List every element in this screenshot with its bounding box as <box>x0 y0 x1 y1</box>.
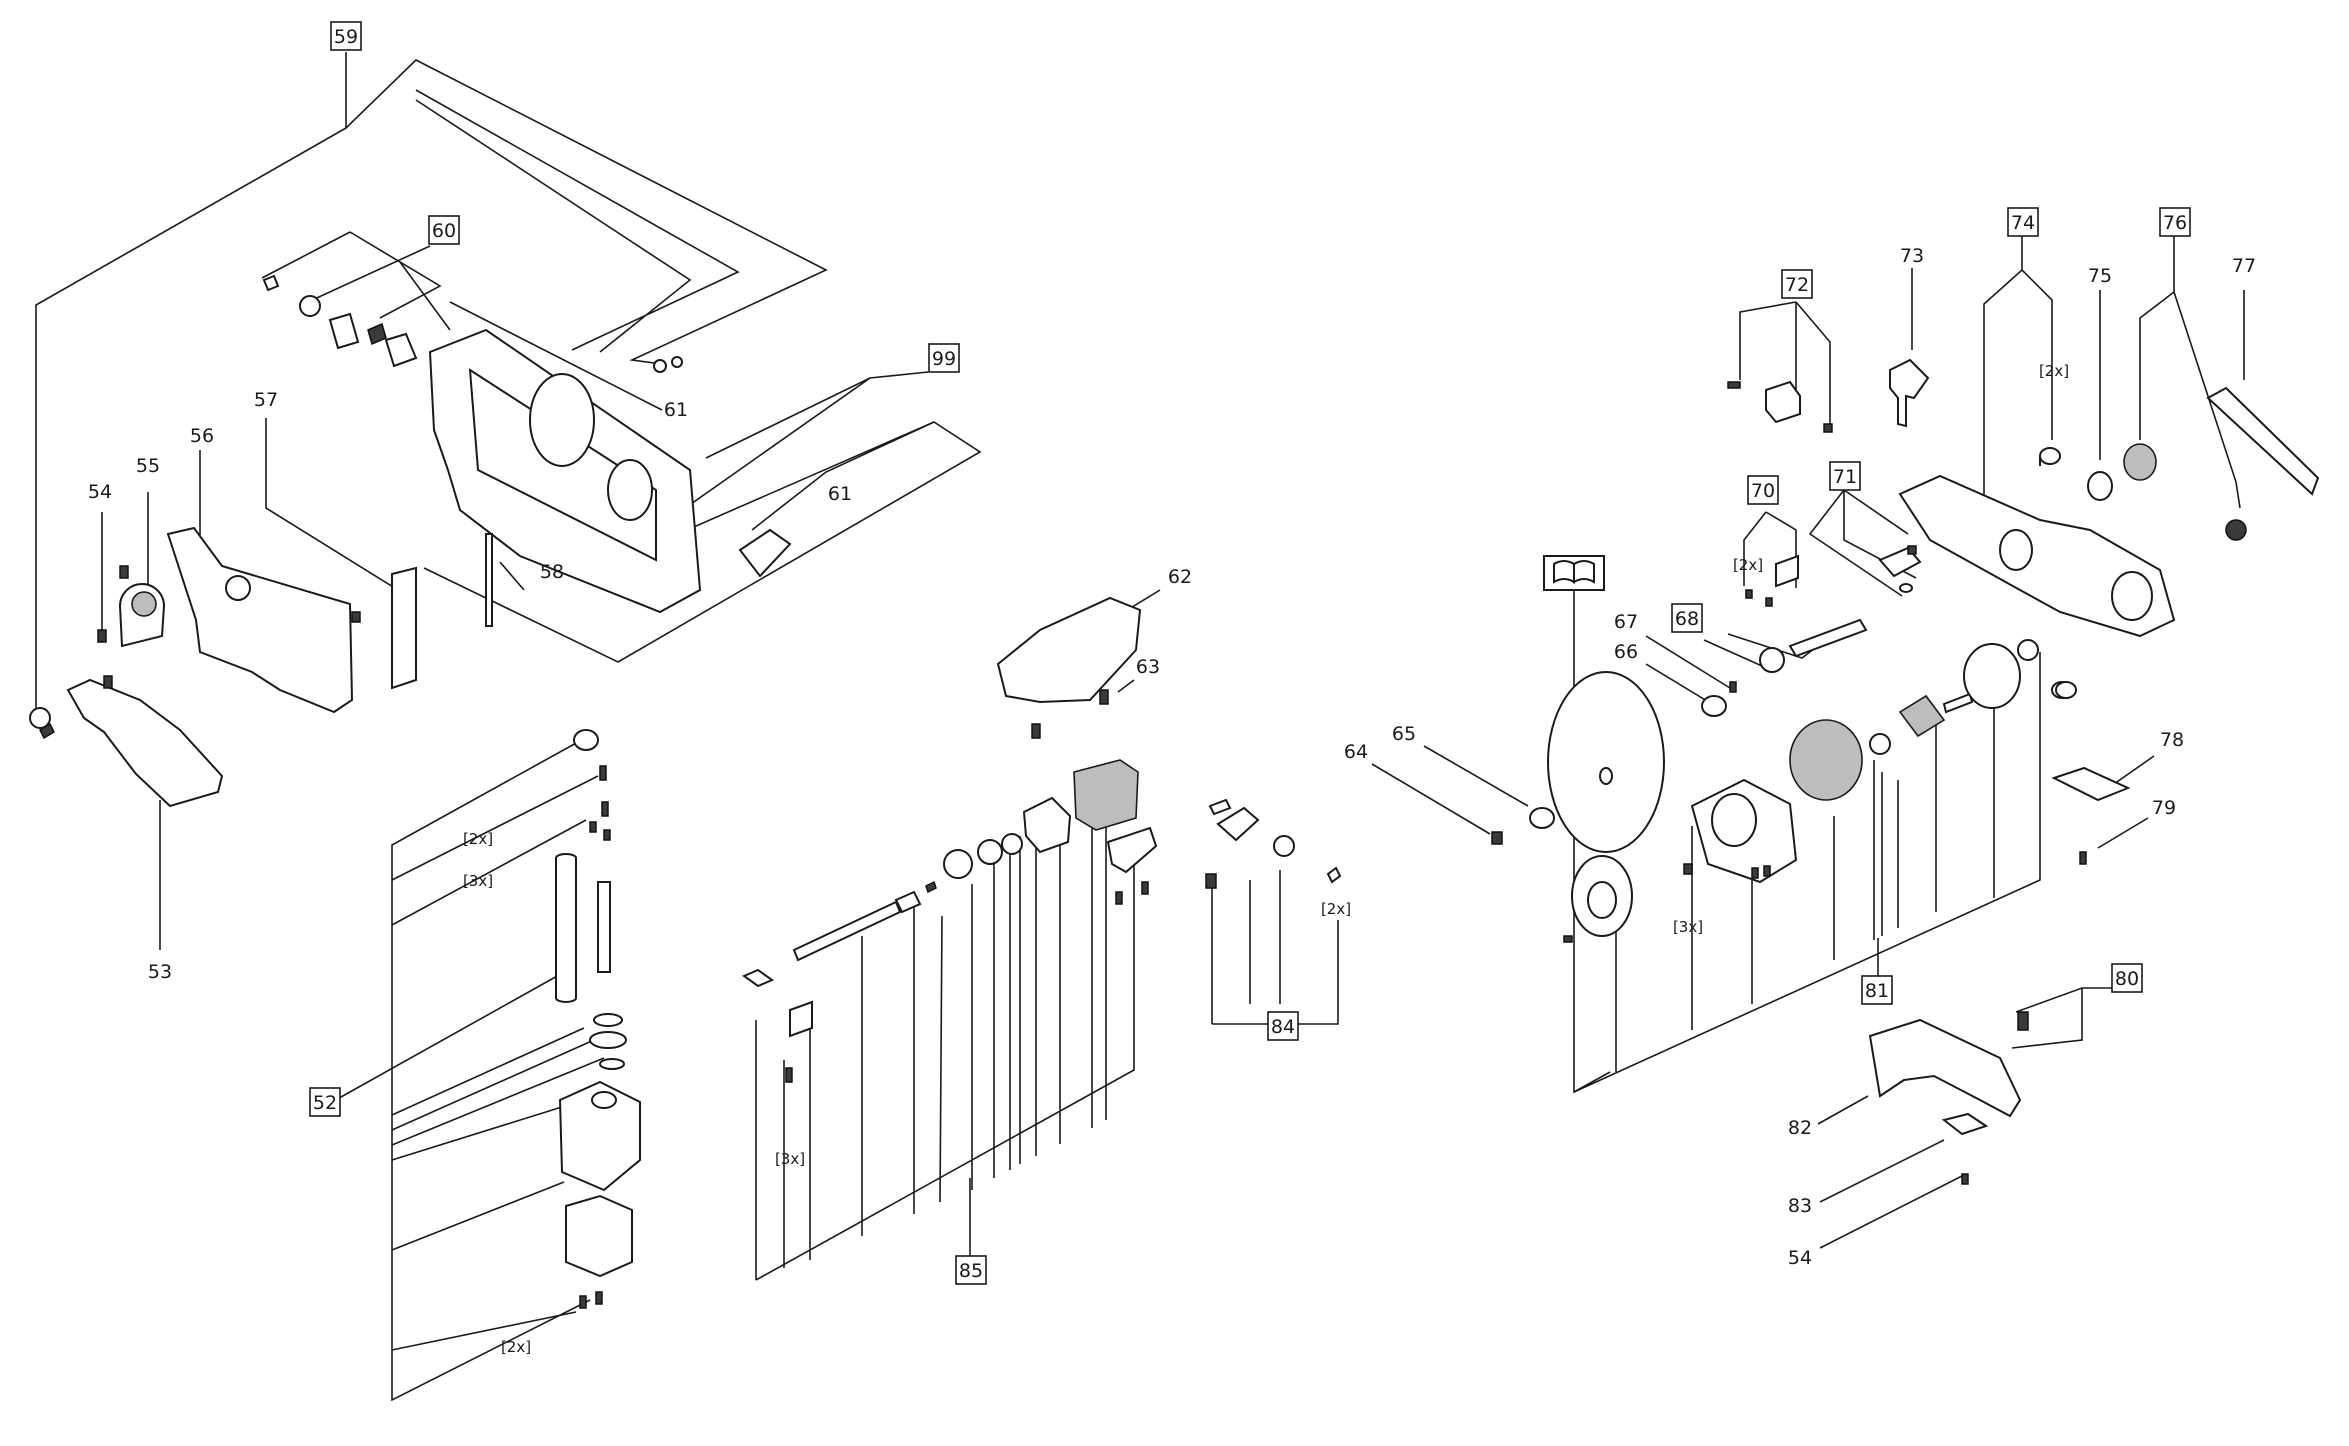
leader-lines <box>35 52 2245 1402</box>
callout-55: 55 <box>136 455 160 477</box>
callout-84: 84 <box>1271 1016 1295 1038</box>
callout-63: 63 <box>1136 656 1160 678</box>
part-56-plate <box>166 526 354 714</box>
part-61-clip <box>738 528 792 578</box>
quantity-label: [2x] <box>501 1338 531 1356</box>
callout-67: 67 <box>1614 611 1638 633</box>
quantity-label: [2x] <box>1733 556 1763 574</box>
part-58-rod <box>485 533 493 627</box>
callout-85: 85 <box>959 1260 983 1282</box>
callout-81: 81 <box>1865 980 1889 1002</box>
part-78-plate <box>2051 766 2131 802</box>
callout-73: 73 <box>1900 245 1924 267</box>
callout-64: 64 <box>1344 741 1368 763</box>
callout-61-upper: 61 <box>664 399 688 421</box>
part-57-bracket <box>391 566 417 690</box>
quantity-label: [2x] <box>463 830 493 848</box>
part-53-blade-guard <box>66 678 224 808</box>
part-62-bracket <box>996 596 1142 704</box>
callout-54-right: 54 <box>1788 1247 1812 1269</box>
manual-book-icon <box>1543 555 1605 591</box>
part-rotor <box>1898 694 1946 738</box>
callout-79: 79 <box>2152 797 2176 819</box>
callout-74: 74 <box>2011 212 2035 234</box>
callout-53: 53 <box>148 961 172 983</box>
part-saw-blade <box>1547 671 1666 853</box>
quantity-label: [2x] <box>1321 900 1351 918</box>
quantity-labels: [2x] [3x] [2x] [3x] [2x] [2x] [2x] [3x] <box>463 362 2069 1356</box>
callout-52: 52 <box>313 1092 337 1114</box>
quantity-label: [3x] <box>1673 918 1703 936</box>
callout-99: 99 <box>932 348 956 370</box>
part-drawings <box>29 274 2320 1309</box>
quantity-label: [3x] <box>775 1150 805 1168</box>
quantity-label: [3x] <box>463 872 493 890</box>
part-bracket-block <box>558 1080 641 1192</box>
part-pulley <box>1963 643 2022 709</box>
callout-54-left: 54 <box>88 481 112 503</box>
callout-77: 77 <box>2232 255 2256 277</box>
callout-60: 60 <box>432 220 456 242</box>
part-72-block <box>1765 380 1801 424</box>
callout-83: 83 <box>1788 1195 1812 1217</box>
callout-57: 57 <box>254 389 278 411</box>
callout-76: 76 <box>2163 212 2187 234</box>
part-74-arm <box>1898 474 2176 638</box>
callout-66: 66 <box>1614 641 1638 663</box>
callout-labels: 59 60 99 61 61 57 56 55 54 58 53 52 62 6… <box>88 26 2256 1282</box>
callout-72: 72 <box>1785 274 1809 296</box>
part-77-belt <box>2206 386 2320 496</box>
callout-59: 59 <box>334 26 358 48</box>
callout-80: 80 <box>2115 968 2139 990</box>
part-threaded-spindle <box>792 900 902 962</box>
part-52-tube <box>555 853 577 1003</box>
callout-78: 78 <box>2160 729 2184 751</box>
callout-68: 68 <box>1675 608 1699 630</box>
callout-58: 58 <box>540 561 564 583</box>
callout-62: 62 <box>1168 566 1192 588</box>
part-stator <box>1789 719 1863 801</box>
callout-70: 70 <box>1751 480 1775 502</box>
callout-82: 82 <box>1788 1117 1812 1139</box>
part-82-carrier <box>1868 1018 2022 1118</box>
callout-56: 56 <box>190 425 214 447</box>
callout-boxes <box>309 21 2191 1285</box>
callout-71: 71 <box>1833 466 1857 488</box>
quantity-label: [2x] <box>2039 362 2069 380</box>
callout-61-lower: 61 <box>828 483 852 505</box>
part-73-lever <box>1889 358 1930 428</box>
callout-75: 75 <box>2088 265 2112 287</box>
callout-65: 65 <box>1392 723 1416 745</box>
